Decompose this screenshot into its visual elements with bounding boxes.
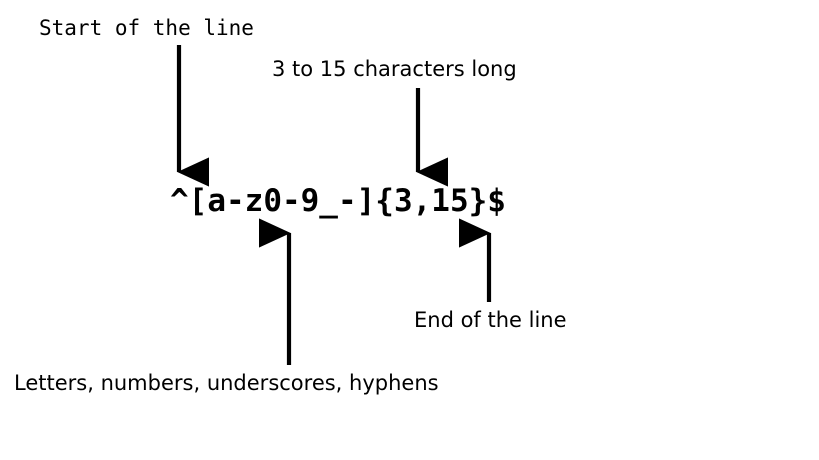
annotation-length-range-label: 3 to 15 characters long bbox=[272, 57, 517, 81]
annotation-start-of-line-label: Start of the line bbox=[39, 16, 254, 40]
annotation-allowed-characters-label: Letters, numbers, underscores, hyphens bbox=[14, 371, 439, 395]
annotation-end-of-line-label: End of the line bbox=[414, 308, 567, 332]
regex-expression: ^[a-z0-9_-]{3,15}$ bbox=[170, 183, 506, 219]
